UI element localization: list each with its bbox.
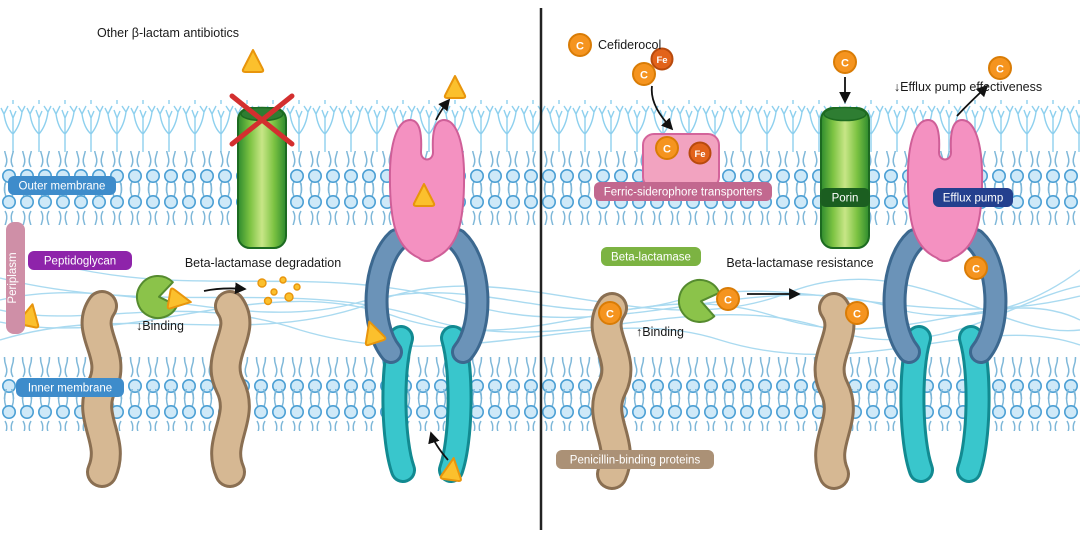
ferric-siderophore-transporters-badge: Ferric-siderophore transporters xyxy=(594,182,772,201)
flow-arrows xyxy=(203,77,989,461)
siderophore-uptake-arrow xyxy=(650,85,674,131)
efflux-in-arrow-left xyxy=(428,431,449,461)
cefiderocol-molecule xyxy=(716,287,740,311)
efflux-out-arrow-right xyxy=(956,84,989,117)
svg-text:Efflux pump: Efflux pump xyxy=(943,193,1004,205)
efflux-pump-badge: Efflux pump xyxy=(933,188,1013,207)
inner-membrane-badge: Inner membrane xyxy=(16,378,124,397)
periplasm-badge: Periplasm xyxy=(6,222,25,334)
left-panel-title: Other β-lactam antibiotics xyxy=(97,26,239,40)
cefiderocol-molecule xyxy=(568,33,592,57)
decreased-binding-label: ↓Binding xyxy=(136,319,184,333)
degradation-fragments xyxy=(257,276,301,306)
cefiderocol-label: Cefiderocol xyxy=(598,38,661,52)
increased-binding-label: ↑Binding xyxy=(636,325,684,339)
beta-lactamase-badge: Beta-lactamase xyxy=(601,247,701,266)
svg-text:Periplasm: Periplasm xyxy=(7,252,19,303)
svg-text:Ferric-siderophore transporter: Ferric-siderophore transporters xyxy=(604,187,763,199)
penicillin-binding-proteins-badge: Penicillin-binding proteins xyxy=(556,450,714,469)
svg-text:Penicillin-binding proteins: Penicillin-binding proteins xyxy=(570,455,701,467)
blocked-porin-x-icon xyxy=(229,93,295,147)
beta-lactam-molecule xyxy=(443,75,467,99)
cefiderocol-molecule xyxy=(632,62,656,86)
svg-text:Beta-lactamase: Beta-lactamase xyxy=(611,252,691,264)
svg-text:Porin: Porin xyxy=(832,193,859,205)
degradation-label: Beta-lactamase degradation xyxy=(185,256,341,270)
svg-text:Peptidoglycan: Peptidoglycan xyxy=(44,256,116,268)
iron-molecule xyxy=(688,141,712,165)
porin-badge: Porin xyxy=(820,188,870,207)
beta-lactam-molecule xyxy=(166,287,194,314)
cefiderocol-molecule xyxy=(845,301,869,325)
svg-text:Inner membrane: Inner membrane xyxy=(28,383,112,395)
resistance-label: Beta-lactamase resistance xyxy=(726,256,873,270)
outer-membrane-badge: Outer membrane xyxy=(8,176,116,195)
cefiderocol-molecule xyxy=(655,136,679,160)
penicillin-binding-protein xyxy=(607,308,617,474)
porin-right xyxy=(820,106,870,249)
degradation-arrow xyxy=(203,282,247,295)
svg-text:Outer membrane: Outer membrane xyxy=(19,181,106,193)
penicillin-binding-protein xyxy=(226,306,236,472)
efflux-out-arrow-left xyxy=(435,98,451,121)
efflux-effectiveness-label: ↓Efflux pump effectiveness xyxy=(894,80,1042,94)
penicillin-binding-protein xyxy=(830,308,840,474)
cefiderocol-molecule xyxy=(964,256,988,280)
beta-lactam-molecule xyxy=(241,49,265,73)
cefiderocol-molecule xyxy=(598,301,622,325)
cefiderocol-molecule xyxy=(833,50,857,74)
porin-left xyxy=(237,106,287,249)
peptidoglycan-badge: Peptidoglycan xyxy=(28,251,132,270)
cefiderocol-molecule xyxy=(988,56,1012,80)
